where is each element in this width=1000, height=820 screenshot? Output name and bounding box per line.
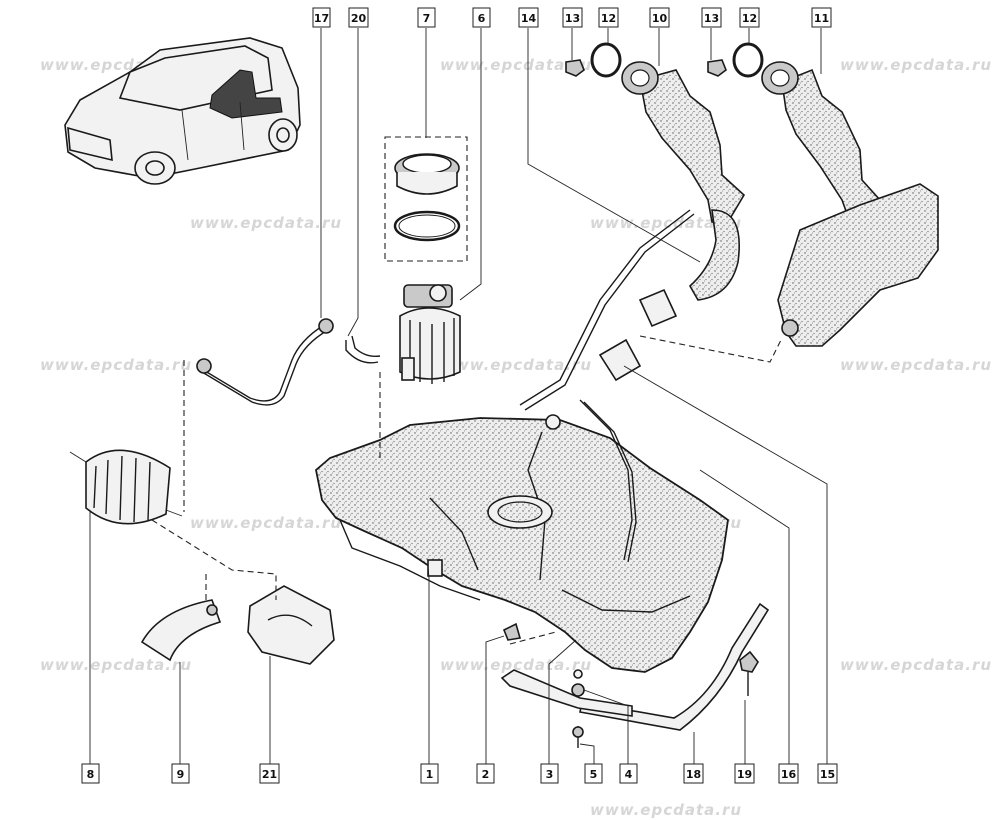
fuel-filter (69, 449, 183, 525)
callout-19: 19 (734, 763, 755, 784)
callout-1: 1 (420, 763, 439, 784)
callout-2: 2 (476, 763, 495, 784)
watermark-text: www.epcdata.ru (590, 214, 742, 232)
callout-13b: 13 (701, 7, 722, 28)
svg-text:11: 11 (814, 12, 829, 25)
callout-6: 6 (472, 7, 491, 28)
callout-8: 8 (81, 763, 100, 784)
callout-16: 16 (778, 763, 799, 784)
callout-3: 3 (540, 763, 559, 784)
callout-12b: 12 (739, 7, 760, 28)
svg-text:15: 15 (820, 768, 835, 781)
svg-text:20: 20 (351, 12, 367, 25)
watermark-text: www.epcdata.ru (590, 801, 742, 819)
svg-text:8: 8 (87, 768, 95, 781)
callout-18: 18 (683, 763, 704, 784)
tank-straps (500, 602, 770, 748)
callouts-bottom: 8 9 21 1 2 3 5 4 18 19 16 15 (81, 763, 838, 784)
pump-lock-ring (384, 136, 468, 262)
callout-12: 12 (598, 7, 619, 28)
callouts-top: 17 20 7 6 14 13 12 10 13 12 11 (312, 7, 832, 28)
svg-text:2: 2 (482, 768, 490, 781)
svg-text:3: 3 (546, 768, 554, 781)
leader-lines (89, 28, 828, 764)
watermarks: www.epcdata.ru www.epcdata.ru www.epcdat… (40, 56, 992, 819)
filler-neck-10 (598, 61, 746, 382)
watermark-text: www.epcdata.ru (190, 514, 342, 532)
svg-text:7: 7 (423, 12, 431, 25)
callout-17: 17 (312, 7, 331, 28)
callout-5: 5 (584, 763, 603, 784)
watermark-text: www.epcdata.ru (440, 356, 592, 374)
svg-text:12: 12 (742, 12, 757, 25)
callout-4: 4 (619, 763, 638, 784)
watermark-text: www.epcdata.ru (190, 214, 342, 232)
svg-text:21: 21 (262, 768, 277, 781)
watermark-text: www.epcdata.ru (440, 56, 592, 74)
callout-15: 15 (817, 763, 838, 784)
watermark-text: www.epcdata.ru (40, 356, 192, 374)
svg-text:13: 13 (704, 12, 719, 25)
svg-text:10: 10 (652, 12, 668, 25)
callout-9: 9 (171, 763, 190, 784)
svg-text:13: 13 (565, 12, 580, 25)
callout-13: 13 (562, 7, 583, 28)
car-illustration (64, 37, 301, 185)
seals-and-nuts (565, 42, 764, 78)
svg-text:17: 17 (314, 12, 329, 25)
svg-text:18: 18 (686, 768, 701, 781)
svg-text:12: 12 (601, 12, 616, 25)
svg-text:14: 14 (521, 12, 537, 25)
watermark-text: www.epcdata.ru (840, 56, 992, 74)
svg-text:19: 19 (737, 768, 752, 781)
fuel-lines (196, 209, 695, 563)
watermark-text: www.epcdata.ru (840, 656, 992, 674)
svg-text:16: 16 (781, 768, 797, 781)
filter-clamps (140, 585, 335, 665)
callout-11: 11 (811, 7, 832, 28)
callout-10: 10 (649, 7, 670, 28)
callout-7: 7 (417, 7, 436, 28)
callout-14: 14 (518, 7, 539, 28)
filler-neck-11 (761, 61, 939, 347)
svg-text:1: 1 (426, 768, 434, 781)
svg-text:6: 6 (478, 12, 486, 25)
svg-text:9: 9 (177, 768, 185, 781)
relation-lines (151, 335, 783, 645)
callout-20: 20 (348, 7, 369, 28)
watermark-text: www.epcdata.ru (40, 656, 192, 674)
svg-text:4: 4 (625, 768, 633, 781)
watermark-text: www.epcdata.ru (840, 356, 992, 374)
fuel-pump-module (399, 284, 461, 384)
callout-21: 21 (259, 763, 280, 784)
svg-text:5: 5 (590, 768, 598, 781)
fuel-tank (315, 414, 729, 673)
